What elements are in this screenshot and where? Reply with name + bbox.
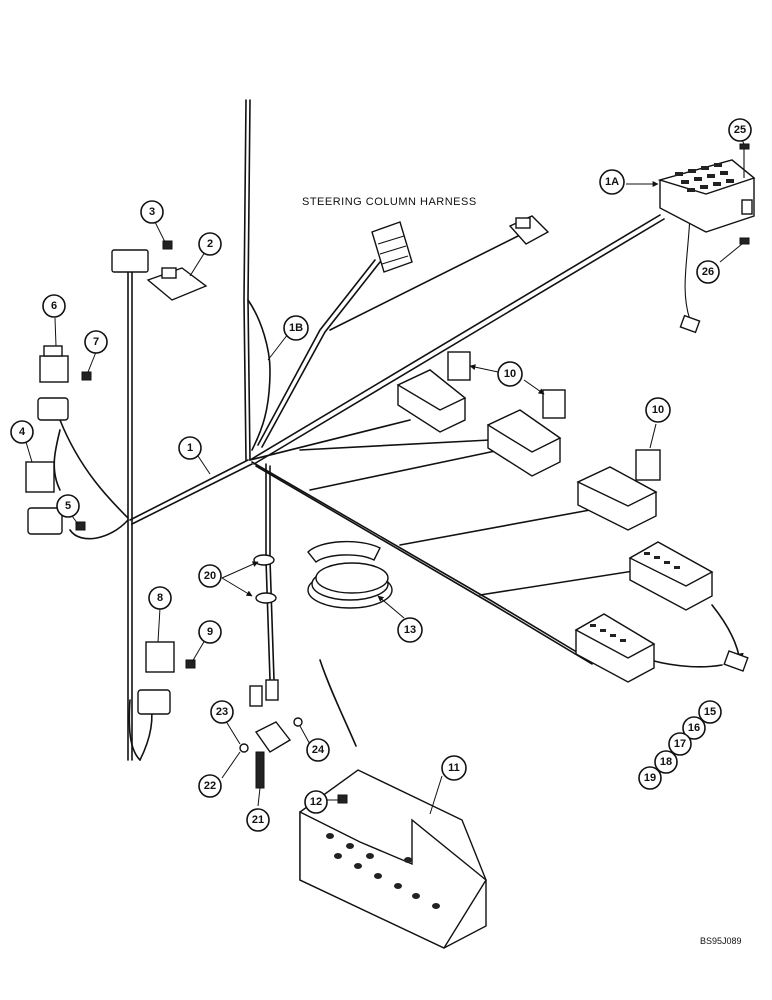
svg-text:19: 19 [644, 772, 656, 784]
callout-13: 13 [397, 617, 423, 643]
callout-10-upper: 10 [497, 361, 523, 387]
fuse-block-1a [657, 143, 756, 334]
callout-8: 8 [148, 586, 172, 610]
left-components [25, 240, 208, 715]
callout-18: 18 [654, 750, 678, 774]
callout-11: 11 [441, 755, 467, 781]
callout-20: 20 [198, 564, 222, 588]
svg-text:15: 15 [704, 706, 716, 718]
svg-text:24: 24 [312, 744, 325, 756]
callout-1b: 1B [283, 315, 309, 341]
callout-9: 9 [198, 620, 222, 644]
callout-19: 19 [638, 766, 662, 790]
callout-5: 5 [56, 494, 80, 518]
svg-text:22: 22 [204, 780, 216, 792]
svg-text:8: 8 [157, 592, 163, 604]
steering-connectors [371, 215, 550, 273]
callout-15: 15 [698, 700, 722, 724]
center-components [239, 540, 487, 949]
callout-25: 25 [728, 118, 752, 142]
svg-text:3: 3 [149, 206, 155, 218]
svg-text:9: 9 [207, 626, 213, 638]
callout-4: 4 [10, 420, 34, 444]
callout-3: 3 [140, 200, 164, 224]
svg-text:16: 16 [688, 722, 700, 734]
svg-text:7: 7 [93, 336, 99, 348]
svg-text:1A: 1A [605, 176, 619, 188]
callout-2: 2 [198, 232, 222, 256]
svg-text:17: 17 [674, 738, 686, 750]
steering-column-harness-label: STEERING COLUMN HARNESS [302, 196, 477, 208]
svg-text:23: 23 [216, 706, 228, 718]
callout-24: 24 [306, 738, 330, 762]
callout-22: 22 [198, 774, 222, 798]
svg-text:4: 4 [19, 426, 26, 438]
callout-21: 21 [246, 808, 270, 832]
svg-text:1B: 1B [289, 322, 303, 334]
svg-text:6: 6 [51, 300, 57, 312]
drawing-id: BS95J089 [700, 936, 742, 946]
callout-17: 17 [668, 732, 692, 756]
callout-10-right: 10 [645, 397, 671, 423]
svg-text:20: 20 [204, 570, 216, 582]
callout-6: 6 [42, 294, 66, 318]
svg-text:25: 25 [734, 124, 746, 136]
svg-text:2: 2 [207, 238, 213, 250]
callout-1: 1 [178, 436, 202, 460]
svg-text:13: 13 [404, 624, 416, 636]
svg-text:10: 10 [504, 368, 516, 380]
svg-text:11: 11 [448, 762, 460, 774]
callout-26: 26 [696, 260, 720, 284]
main-harness [53, 99, 744, 761]
callout-7: 7 [84, 330, 108, 354]
callout-1a: 1A [599, 169, 625, 195]
svg-text:10: 10 [652, 404, 664, 416]
relays-and-fuse-boxes [396, 351, 749, 683]
svg-text:12: 12 [310, 796, 322, 808]
callout-16: 16 [682, 716, 706, 740]
callout-23: 23 [210, 700, 234, 724]
svg-text:21: 21 [252, 814, 264, 826]
svg-text:26: 26 [702, 266, 714, 278]
svg-text:1: 1 [187, 442, 193, 454]
svg-text:18: 18 [660, 756, 672, 768]
svg-text:5: 5 [65, 500, 71, 512]
callout-12: 12 [304, 790, 328, 814]
